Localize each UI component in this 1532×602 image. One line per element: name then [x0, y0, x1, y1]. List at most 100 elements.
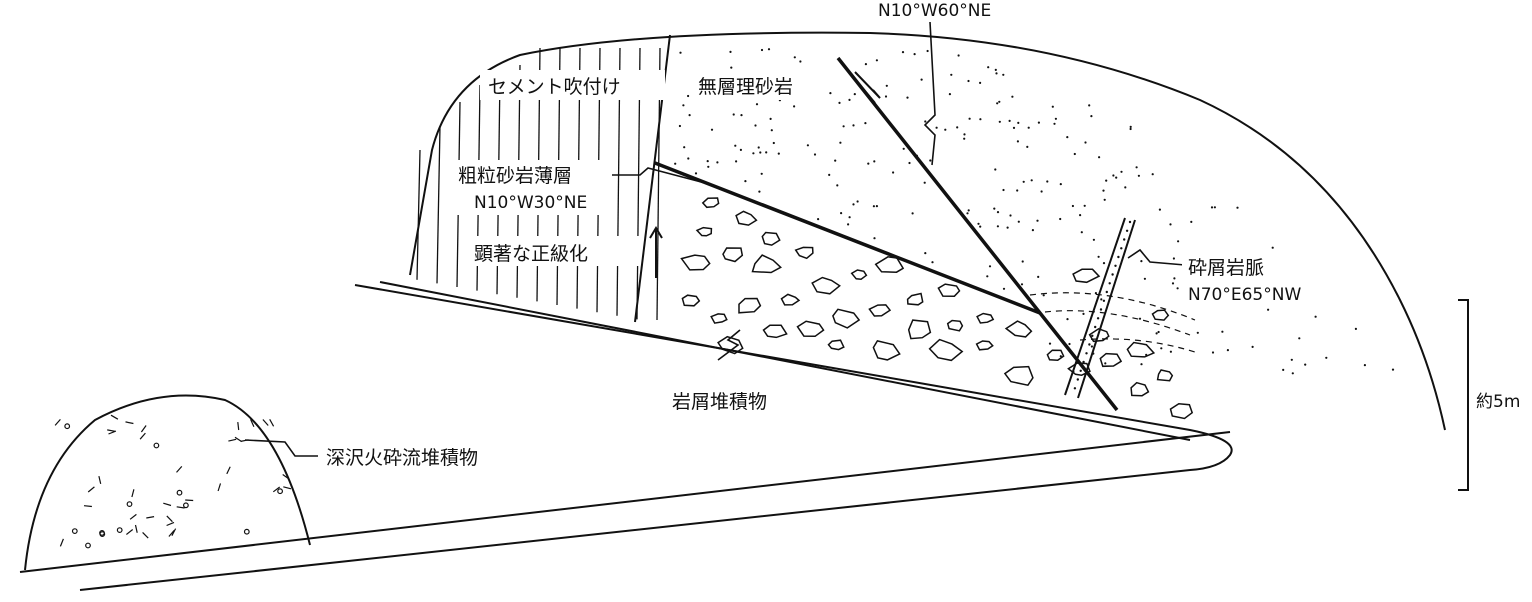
pyro-dash [125, 421, 134, 425]
debris-clast [1151, 309, 1170, 321]
sand-dot [929, 159, 932, 162]
sand-dot [806, 144, 810, 147]
pyro-dash [110, 414, 119, 420]
sand-dot [1173, 277, 1176, 280]
sand-dot [968, 117, 971, 120]
sand-dot [1120, 170, 1123, 173]
debris-clast [1169, 403, 1194, 420]
sand-dot [1140, 363, 1143, 366]
debris-clast [710, 313, 728, 324]
pyro-dash [185, 499, 194, 502]
sand-dot [1059, 183, 1062, 186]
dike-label-bg [1182, 252, 1312, 307]
debris-clast [976, 312, 995, 324]
sand-dot [1210, 206, 1214, 209]
dike-dot [1123, 238, 1126, 241]
debris-clast [1126, 341, 1156, 358]
sand-dot [707, 165, 710, 168]
sand-dot [1083, 204, 1086, 207]
dike-dot [1073, 387, 1077, 390]
sand-dot [758, 190, 761, 193]
dike-dot [1114, 264, 1117, 267]
debris-clast [1004, 320, 1033, 338]
sand-dot [1031, 229, 1034, 232]
sand-dot [1160, 347, 1163, 350]
sand-dot [1137, 174, 1140, 177]
debris-label-bg [665, 386, 815, 416]
pyroclastic-label: 深沢火砕流堆積物 [326, 447, 478, 469]
scale-bar [1458, 299, 1469, 491]
sand-dot [1291, 372, 1294, 375]
debris-clast [1088, 327, 1110, 343]
sand-dot [1066, 136, 1069, 139]
dike-dot [1117, 255, 1120, 259]
pyro-pumice [243, 528, 250, 535]
debris-clast [1130, 381, 1150, 397]
pyro-pumice [182, 502, 189, 509]
debris-clast [850, 269, 868, 280]
sand-dot [1017, 220, 1020, 223]
road-base-line [19, 431, 1231, 573]
pyro-dash [228, 438, 237, 442]
debris-clast [832, 308, 861, 329]
sand-dot [674, 162, 677, 165]
pyro-dash [168, 530, 175, 537]
pyro-dash [126, 529, 134, 535]
sand-dot [1006, 226, 1009, 229]
sand-dot [848, 216, 851, 219]
pyro-dash [217, 483, 222, 492]
dike-dot [1111, 273, 1114, 276]
sand-dot [760, 48, 764, 52]
sand-dot [678, 124, 682, 128]
sand-dot [1169, 350, 1172, 353]
pyro-pumice [71, 528, 78, 534]
pyro-dash [146, 516, 155, 519]
scale-label: 約5m [1476, 392, 1520, 412]
sand-dot [1236, 206, 1239, 209]
debris-clast [722, 247, 744, 263]
debris-clast [1003, 365, 1034, 387]
dike-dot [1091, 334, 1094, 337]
sand-dot [873, 160, 876, 163]
sand-dot [716, 161, 719, 164]
sand-dot [977, 222, 980, 225]
pyro-dash [108, 430, 117, 435]
sand-dot [1271, 246, 1274, 249]
sand-dot [1226, 349, 1229, 352]
clastic-dike-stipple [1073, 220, 1132, 390]
sand-dot [979, 118, 982, 121]
clastic-dike-left [1064, 217, 1126, 396]
debris-clast [874, 256, 905, 273]
sand-dot [1135, 166, 1138, 169]
sand-dot [1036, 219, 1039, 222]
sand-dot [1042, 294, 1045, 297]
coarse-layer-orientation-label: N10°W30°NE [474, 193, 587, 213]
sand-dot [842, 125, 845, 128]
sandstone-stipple [674, 48, 1395, 375]
sandstone-label: 無層理砂岩 [698, 76, 793, 98]
debris-clast [681, 294, 701, 307]
sand-dot [885, 84, 888, 87]
sand-dot [935, 126, 938, 129]
sand-dot [744, 180, 747, 183]
pyro-dash [142, 531, 149, 539]
sand-dot [873, 237, 876, 240]
sand-dot [1100, 298, 1103, 301]
sand-dot [729, 50, 732, 54]
sand-dot [682, 104, 685, 107]
sand-dot [799, 60, 802, 63]
sand-dot [998, 100, 1001, 103]
sand-dot [1290, 358, 1293, 361]
dike-dot [1096, 317, 1100, 320]
leader-clastic-dike [1127, 248, 1186, 266]
cement-label-bg [480, 70, 665, 100]
pyro-dash [283, 486, 292, 490]
sand-dot [1155, 332, 1158, 335]
sand-dot [765, 151, 768, 154]
grading-label: 顕著な正級化 [474, 243, 588, 265]
sand-dot [853, 93, 856, 96]
sand-dot [1084, 141, 1087, 144]
grading-arrow-head [649, 226, 663, 239]
